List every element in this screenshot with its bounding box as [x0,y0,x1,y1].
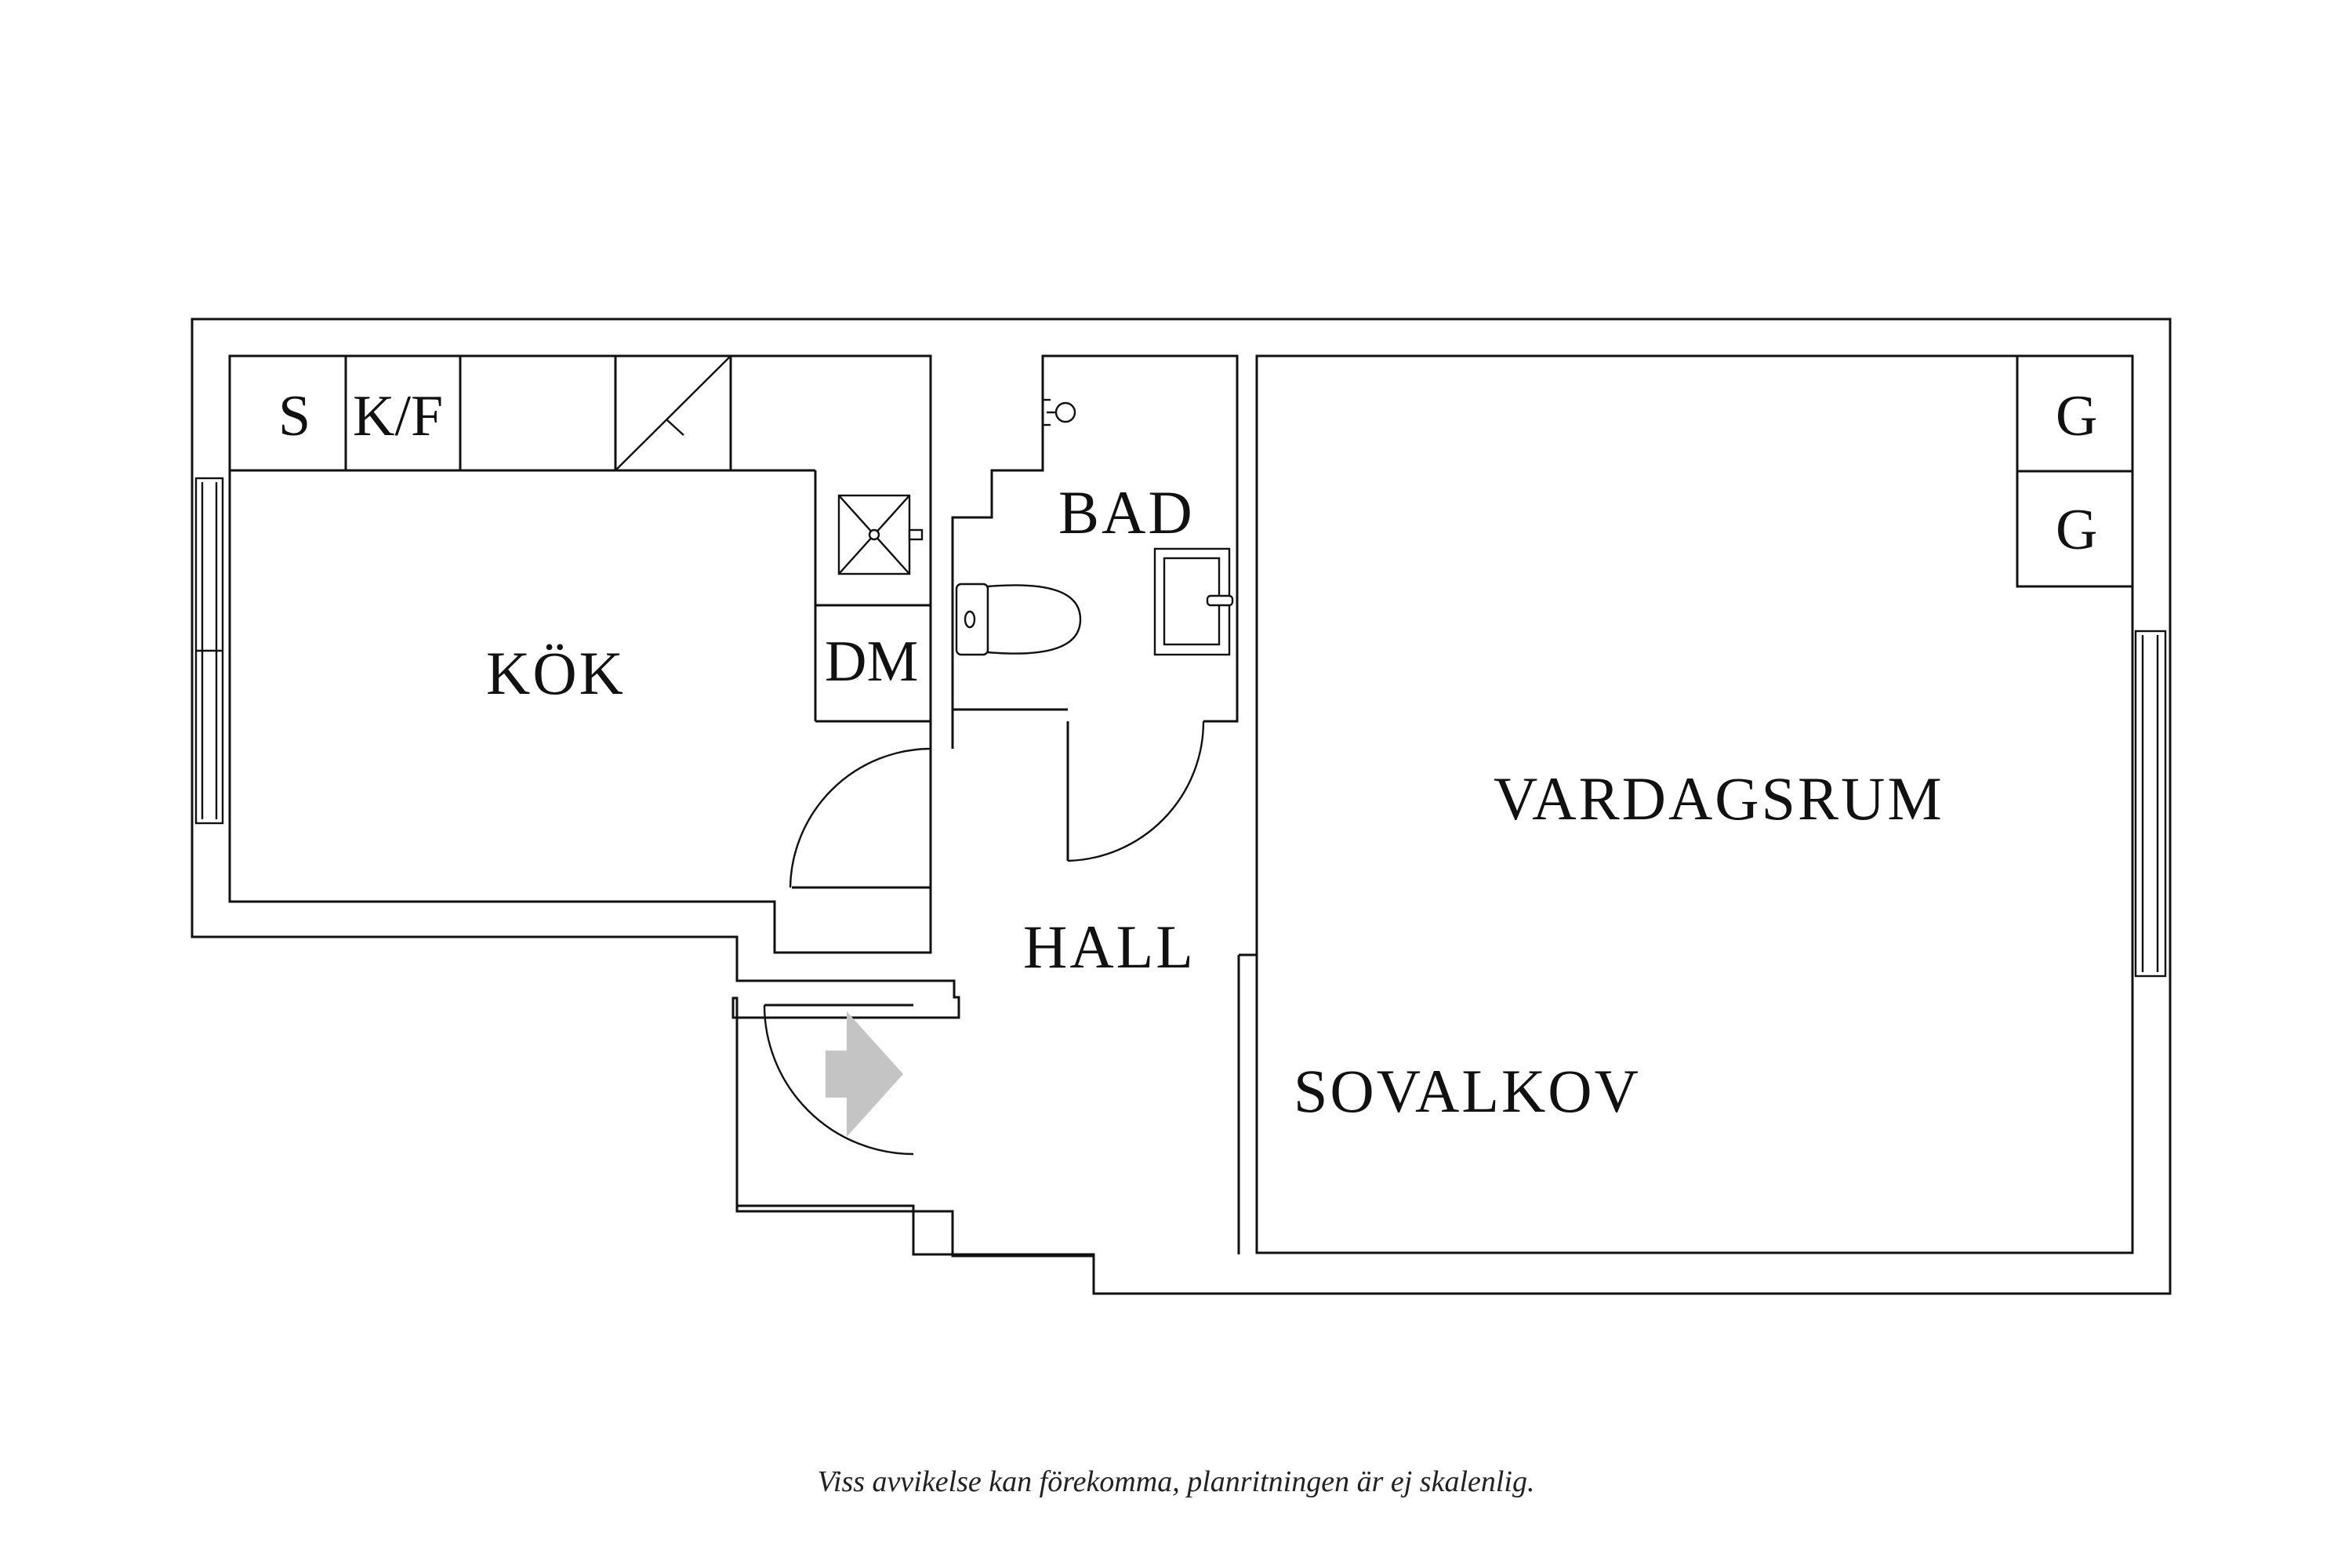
room-label-bathroom: BAD [1058,478,1195,546]
sink-label: S [278,384,310,448]
room-label-alcove: SOVALKOV [1294,1057,1641,1125]
stove-tick [666,419,684,436]
outer-wall [191,318,2172,1295]
toilet-button [964,610,976,629]
living-wall [1255,354,2134,1254]
stove-line [615,355,731,471]
shower-icon [1054,401,1076,423]
entrance-wall [735,998,1094,1258]
faucet-icon [908,528,924,541]
wardrobe-label: G [2056,498,2097,562]
bath-wall [951,354,1239,749]
entrance-arrow-icon [826,1011,903,1137]
bath-door-swing [1067,720,1205,862]
disclaimer-text: Viss avvikelse kan förekomma, planritnin… [817,1465,1535,1498]
fridge-freezer-label: K/F [353,384,443,448]
drain-icon [868,528,880,541]
bath-wall-bottom [951,708,1068,749]
toilet-tank [955,583,989,656]
room-label-hall: HALL [1023,913,1196,981]
wardrobe-label: G [2056,384,2097,448]
living-window [2134,630,2167,978]
kitchen-door [789,745,932,888]
toilet-bowl [986,584,1082,655]
dishwasher-label: DM [825,630,918,694]
room-label-kitchen: KÖK [486,639,626,707]
room-label-living: VARDAGSRUM [1494,764,1944,833]
kitchen-wall [228,354,932,954]
tap-icon [1206,594,1234,607]
entrance-door-swing [763,1004,914,1156]
